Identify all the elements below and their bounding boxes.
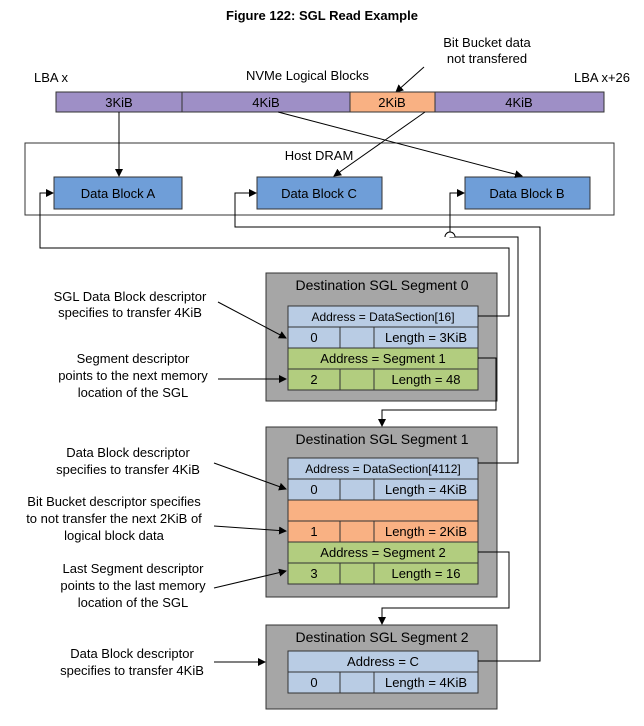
lba-end-label: LBA x+26 bbox=[574, 70, 630, 85]
data-block-b bbox=[464, 176, 591, 210]
data-block-a-label: Data Block A bbox=[81, 186, 156, 201]
annotation-1: SGL Data Block descriptor specifies to t… bbox=[54, 289, 287, 339]
annotation-2: Segment descriptor points to the next me… bbox=[58, 351, 287, 400]
annotation-5: Last Segment descriptor points to the la… bbox=[60, 561, 287, 610]
segment-1-row-1-reserved-cell bbox=[339, 520, 375, 543]
segment-0-row-1-address: Address = Segment 1 bbox=[320, 351, 445, 366]
segment-1-row-0-length: Length = 4KiB bbox=[385, 482, 467, 497]
annotation-5-line-3: location of the SGL bbox=[78, 595, 189, 610]
segment-1-row-1-index: 1 bbox=[310, 524, 317, 539]
annotation-2-line-3: location of the SGL bbox=[78, 385, 189, 400]
sgl-segment-0: Destination SGL Segment 0 Address = Data… bbox=[265, 272, 498, 402]
segment-1-row-2-index: 3 bbox=[310, 566, 317, 581]
segment-0-row-1-length-cell bbox=[373, 368, 479, 391]
data-block-c-label: Data Block C bbox=[281, 186, 357, 201]
annotation-3-line-2: specifies to transfer 4KiB bbox=[56, 462, 200, 477]
annotation-5-line-1: Last Segment descriptor bbox=[63, 561, 205, 576]
bitbucket-note-arrow bbox=[395, 66, 425, 93]
annotation-3-line-1: Data Block descriptor bbox=[66, 445, 190, 460]
segment-0-row-0-address: Address = DataSection[16] bbox=[311, 310, 454, 324]
annotation-4: Bit Bucket descriptor specifies to not t… bbox=[26, 494, 287, 543]
segment-1-title: Destination SGL Segment 1 bbox=[295, 431, 468, 447]
annotation-4-line-1: Bit Bucket descriptor specifies bbox=[27, 494, 201, 509]
annotation-6-line-2: specifies to transfer 4KiB bbox=[60, 663, 204, 678]
logical-block-4 bbox=[434, 91, 605, 113]
segment-2-row-0-address: Address = C bbox=[347, 654, 419, 669]
connector-seg2-to-block-c bbox=[234, 189, 541, 662]
segment-0-row-1-reserved-cell bbox=[339, 368, 375, 391]
sgl-segment-1: Destination SGL Segment 1 Address = Data… bbox=[265, 426, 498, 598]
segment-1-row-2-length-cell bbox=[373, 562, 479, 585]
logical-block-1-label: 3KiB bbox=[105, 95, 132, 110]
annotation-2-line-2: points to the next memory bbox=[58, 368, 208, 383]
segment-1-row-0-reserved-cell bbox=[339, 478, 375, 501]
segment-2-row-0-length-cell bbox=[373, 671, 479, 694]
segment-0-row-1-length: Length = 48 bbox=[391, 372, 460, 387]
annotation-5-arrow bbox=[213, 568, 287, 589]
segment-1-row-0-index: 0 bbox=[310, 482, 317, 497]
logical-block-2-label: 4KiB bbox=[252, 95, 279, 110]
segment-0-row-0-reserved-cell bbox=[339, 326, 375, 349]
logical-block-bitbucket-label: 2KiB bbox=[378, 95, 405, 110]
connector-seg1-to-block-b bbox=[449, 189, 519, 464]
data-block-a bbox=[53, 176, 183, 210]
segment-1-row-1-length: Length = 2KiB bbox=[385, 524, 467, 539]
segment-2-row-0-reserved-cell bbox=[339, 671, 375, 694]
segment-0-row-1-index: 2 bbox=[310, 372, 317, 387]
data-block-c bbox=[256, 176, 383, 210]
connector-seg0-to-block-a bbox=[39, 189, 510, 317]
arrow-block4-to-c bbox=[333, 111, 426, 177]
bitbucket-note-line2: not transfered bbox=[447, 51, 527, 66]
logical-blocks-label: NVMe Logical Blocks bbox=[246, 68, 369, 83]
segment-2-row-0-length: Length = 4KiB bbox=[385, 675, 467, 690]
annotation-1-line-1: SGL Data Block descriptor bbox=[54, 289, 207, 304]
annotation-1-line-2: specifies to transfer 4KiB bbox=[58, 305, 202, 320]
arrow-block2-to-b bbox=[277, 111, 523, 179]
segment-1-row-2-reserved-cell bbox=[339, 562, 375, 585]
segment-0-title: Destination SGL Segment 0 bbox=[295, 277, 468, 293]
sgl-segment-2: Destination SGL Segment 2 Address = C 0 … bbox=[265, 624, 498, 710]
figure-title: Figure 122: SGL Read Example bbox=[226, 8, 418, 23]
data-block-b-label: Data Block B bbox=[489, 186, 564, 201]
segment-2-row-0-index: 0 bbox=[310, 675, 317, 690]
segment-1-row-2-address: Address = Segment 2 bbox=[320, 545, 445, 560]
segment-2-title: Destination SGL Segment 2 bbox=[295, 629, 468, 645]
segment-1-row-2-length: Length = 16 bbox=[391, 566, 460, 581]
bitbucket-note-line1: Bit Bucket data bbox=[443, 35, 531, 50]
lba-start-label: LBA x bbox=[34, 70, 68, 85]
logical-block-4-label: 4KiB bbox=[505, 95, 532, 110]
logical-blocks-bar: 3KiB 4KiB 2KiB 4KiB bbox=[55, 91, 605, 113]
connector-seg0-to-seg1 bbox=[378, 357, 497, 427]
segment-0-row-0-index: 0 bbox=[310, 330, 317, 345]
annotation-5-line-2: points to the last memory bbox=[60, 578, 206, 593]
annotation-4-arrow bbox=[213, 525, 287, 535]
annotation-6: Data Block descriptor specifies to trans… bbox=[60, 646, 266, 678]
annotation-1-arrow bbox=[217, 301, 287, 339]
connector-seg1-to-seg2 bbox=[378, 551, 510, 625]
host-dram-label: Host DRAM bbox=[285, 148, 354, 163]
line-crossing-hop bbox=[444, 231, 456, 238]
annotation-3-arrow bbox=[213, 462, 287, 491]
connector-lines bbox=[39, 189, 541, 662]
segment-1-row-1-address-cell bbox=[287, 499, 479, 522]
annotation-4-line-3: logical block data bbox=[64, 528, 164, 543]
segment-0-row-0-length: Length = 3KiB bbox=[385, 330, 467, 345]
annotation-2-line-1: Segment descriptor bbox=[77, 351, 190, 366]
segment-1-row-0-address: Address = DataSection[4112] bbox=[305, 462, 461, 476]
annotation-3: Data Block descriptor specifies to trans… bbox=[56, 445, 287, 491]
annotation-6-line-1: Data Block descriptor bbox=[70, 646, 194, 661]
annotation-4-line-2: to not transfer the next 2KiB of bbox=[26, 511, 202, 526]
